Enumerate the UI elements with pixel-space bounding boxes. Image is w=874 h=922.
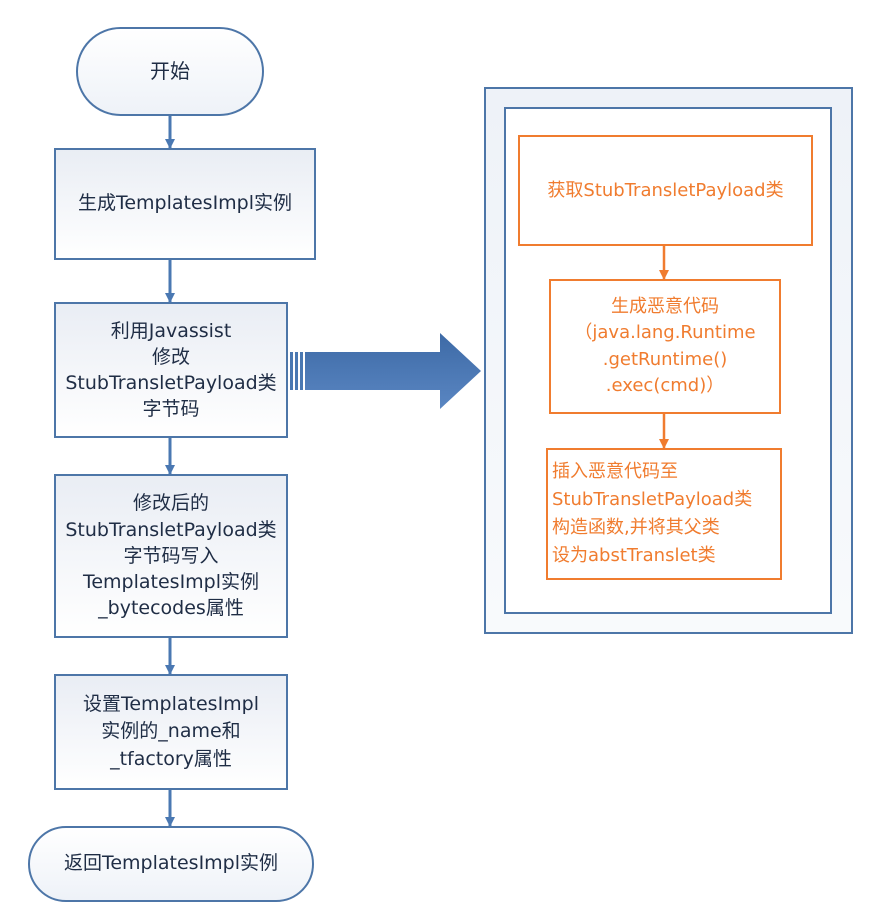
detail-box2-line-3: .getRuntime()	[602, 348, 728, 370]
step2-line-1: 利用Javassist	[110, 319, 232, 342]
step2-line-2: 修改	[151, 345, 190, 368]
step3-write-bytecodes: 修改后的 StubTransletPayload类 字节码写入 Template…	[54, 474, 288, 638]
detail-box-generate-code: 生成恶意代码 （java.lang.Runtime .getRuntime() …	[549, 279, 781, 414]
detail-box3-line-4: 设为abstTranslet类	[552, 544, 716, 566]
step2-modify-bytecode: 利用Javassist 修改 StubTransletPayload类 字节码	[54, 302, 288, 438]
start-node: 开始	[76, 27, 264, 116]
step2-line-4: 字节码	[142, 398, 200, 421]
detail-box-insert-code: 插入恶意代码至 StubTransletPayload类 构造函数,并将其父类 …	[546, 448, 782, 580]
step4-line-3: _tfactory属性	[110, 747, 232, 770]
detail-box2-line-4: .exec(cmd)）	[605, 374, 725, 396]
step1-label: 生成TemplatesImpl实例	[77, 192, 293, 215]
step3-line-2: StubTransletPayload类	[65, 518, 277, 541]
big-right-arrow	[290, 333, 481, 409]
step2-line-3: StubTransletPayload类	[65, 372, 277, 394]
detail-box3-line-2: StubTransletPayload类	[552, 489, 753, 511]
end-node: 返回TemplatesImpl实例	[28, 826, 314, 902]
step4-line-2: 实例的_name和	[101, 720, 241, 743]
detail-box1-label: 获取StubTransletPayload类	[547, 179, 784, 201]
detail-box3-line-1: 插入恶意代码至	[552, 461, 678, 483]
detail-box3-line-3: 构造函数,并将其父类	[552, 517, 720, 538]
step3-line-3: 字节码写入	[123, 544, 219, 567]
detail-box2-line-1: 生成恶意代码	[611, 296, 719, 318]
step3-line-1: 修改后的	[132, 492, 209, 515]
step4-line-1: 设置TemplatesImpl	[82, 692, 260, 715]
end-label: 返回TemplatesImpl实例	[63, 852, 279, 875]
step1-generate-instance: 生成TemplatesImpl实例	[54, 148, 316, 260]
step3-line-5: _bytecodes属性	[98, 597, 244, 620]
detail-box-get-class: 获取StubTransletPayload类	[518, 135, 813, 246]
detail-box2-line-2: （java.lang.Runtime	[574, 322, 756, 344]
step3-line-4: TemplatesImpl实例	[82, 571, 260, 594]
step4-set-properties: 设置TemplatesImpl 实例的_name和 _tfactory属性	[54, 674, 288, 790]
start-label: 开始	[150, 59, 190, 83]
